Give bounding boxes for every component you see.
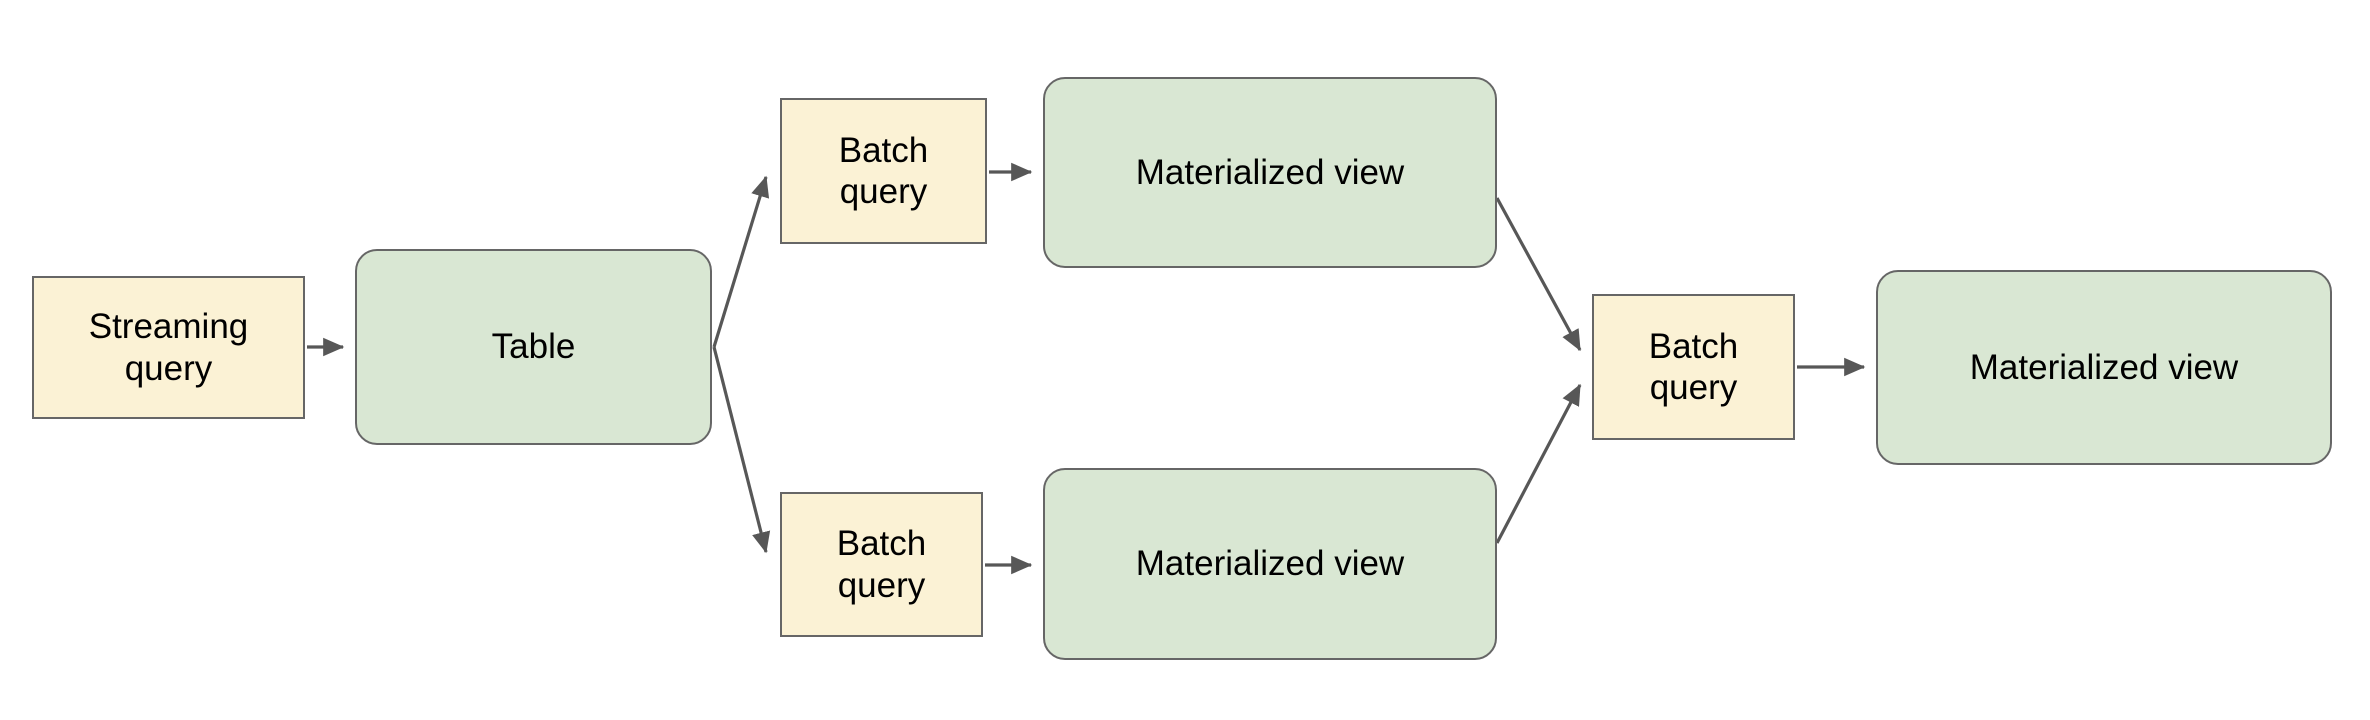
edge-materialized-view-bottom-to-batch-query-join	[1495, 383, 1582, 544]
node-batch-query-join[interactable]: Batch query	[1592, 294, 1795, 440]
node-label-materialized-view-bottom: Materialized view	[1135, 544, 1405, 584]
node-label-materialized-view-final: Materialized view	[1969, 347, 2239, 387]
node-label-materialized-view-top: Materialized view	[1135, 152, 1405, 192]
node-materialized-view-final[interactable]: Materialized view	[1876, 270, 2332, 465]
node-label-batch-query-join: Batch query	[1648, 326, 1739, 407]
node-materialized-view-bottom[interactable]: Materialized view	[1043, 468, 1497, 660]
node-batch-query-top[interactable]: Batch query	[780, 98, 987, 244]
node-table[interactable]: Table	[355, 249, 712, 445]
node-label-batch-query-bottom: Batch query	[836, 524, 927, 605]
node-label-table: Table	[491, 327, 576, 367]
edge-table-to-batch-query-top	[712, 175, 770, 348]
node-streaming-query[interactable]: Streaming query	[32, 276, 305, 419]
node-batch-query-bottom[interactable]: Batch query	[780, 492, 983, 637]
edge-materialized-view-top-to-batch-query-join	[1495, 197, 1582, 352]
node-label-streaming-query: Streaming query	[88, 307, 249, 388]
node-materialized-view-top[interactable]: Materialized view	[1043, 77, 1497, 268]
node-label-batch-query-top: Batch query	[838, 130, 929, 211]
edge-table-to-batch-query-bottom	[712, 346, 771, 554]
